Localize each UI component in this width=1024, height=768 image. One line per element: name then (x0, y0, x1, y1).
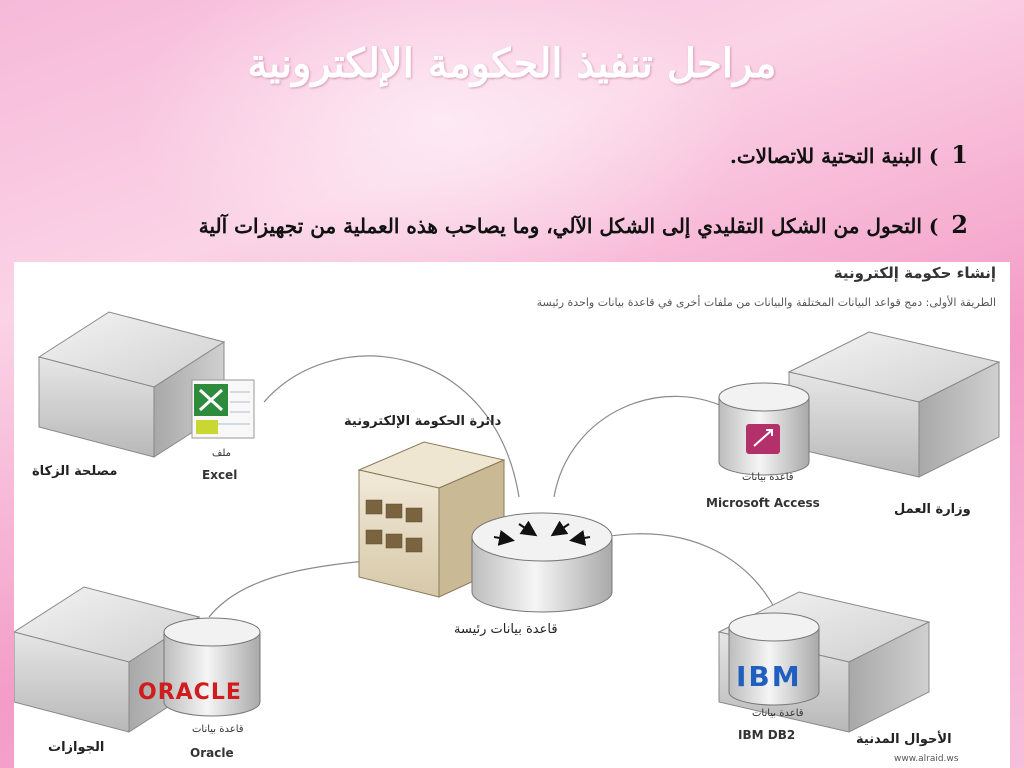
bullet-text-2: ) التحول من الشكل التقليدي إلى الشكل الآ… (198, 214, 939, 238)
excel-type-label: Excel (202, 468, 238, 482)
bullet-text-1: ) البنية التحتية للاتصالات. (729, 144, 939, 168)
excel-icon (191, 379, 255, 439)
diagram-title: إنشاء حكومة إلكترونية (833, 264, 996, 282)
main-database-label: قاعدة بيانات رئيسة (454, 622, 558, 637)
connector-zakat (263, 355, 520, 498)
main-database-cylinder (471, 512, 613, 613)
oracle-db-caption: قاعدة بيانات (192, 724, 244, 735)
bullet-number-2: 2 (951, 210, 968, 239)
labor-server-box (787, 331, 1001, 478)
access-db-caption: قاعدة بيانات (742, 472, 794, 483)
excel-file-label: ملف (212, 448, 232, 459)
diagram-graphics (14, 311, 1001, 733)
oracle-logo: ORACLE (138, 680, 242, 705)
ibm-logo: IBM (736, 660, 802, 693)
bullet-number-1: 1 (951, 140, 968, 169)
egov-building-label: دائرة الحكومة الإلكترونية (344, 414, 502, 429)
oracle-database-cylinder (163, 617, 261, 717)
agency-label-labor: وزارة العمل (894, 502, 971, 517)
ibm-type-label: IBM DB2 (738, 728, 796, 742)
watermark-text: www.alraid.ws (894, 754, 959, 764)
access-database-cylinder (718, 382, 810, 476)
diagram-subtitle: الطريقة الأولى: دمج قواعد البيانات المخت… (536, 296, 996, 309)
slide-title: مراحل تنفيذ الحكومة الإلكترونية (247, 40, 777, 87)
agency-label-passports: الجوازات (48, 740, 105, 755)
oracle-type-label: Oracle (190, 746, 234, 760)
agency-label-civil: الأحوال المدنية (856, 732, 952, 747)
agency-label-zakat: مصلحة الزكاة (32, 464, 118, 479)
connector-civil (603, 533, 780, 618)
ibm-db-caption: قاعدة بيانات (752, 708, 804, 719)
bullet-item-2: 2 ) التحول من الشكل التقليدي إلى الشكل ا… (199, 210, 968, 239)
access-type-label: Microsoft Access (706, 496, 820, 510)
ibm-database-cylinder (728, 612, 820, 706)
connector-labor (553, 395, 735, 498)
bullet-item-1: 1 ) البنية التحتية للاتصالات. (730, 140, 968, 169)
egov-diagram: إنشاء حكومة إلكترونية الطريقة الأولى: دم… (14, 262, 1010, 768)
